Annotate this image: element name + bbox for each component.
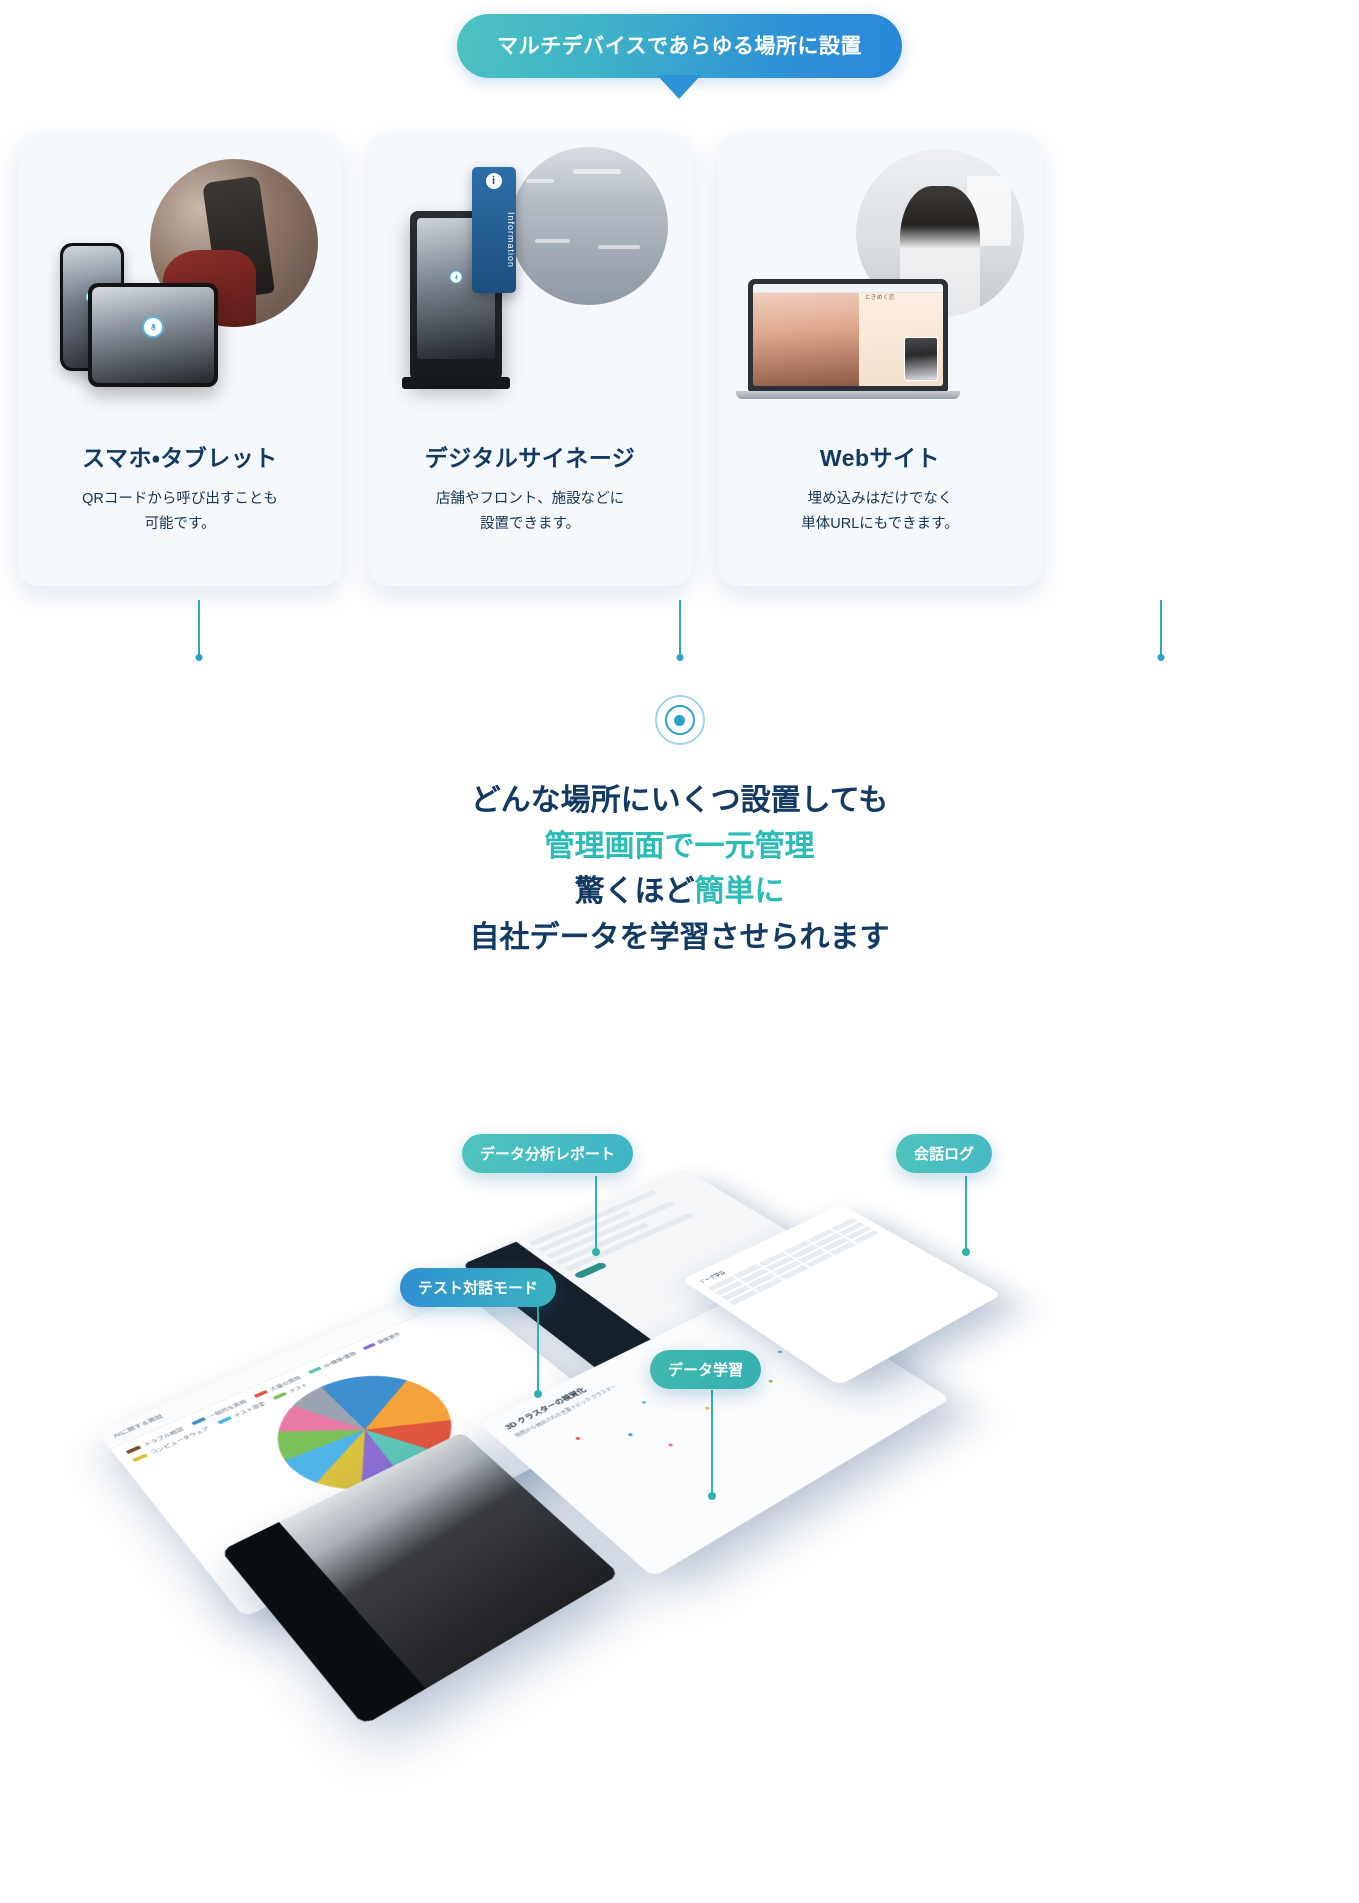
card-visual-laptop: ときめく恋 (718, 133, 1042, 433)
leader-dot-learning (708, 1492, 716, 1500)
card-title: Webサイト (718, 439, 1042, 473)
site-content: ときめく恋 (859, 284, 943, 386)
leader-line-report (595, 1176, 597, 1252)
kiosk-base (402, 377, 510, 389)
avatar-thumbnail (904, 337, 938, 381)
label-data-learning[interactable]: データ学習 (650, 1350, 761, 1389)
mall-decor (510, 147, 668, 305)
card-smartphone-tablet[interactable]: スマホ・タブレット QRコードから呼び出すことも 可能です。 (18, 133, 342, 586)
label-test-dialog-mode[interactable]: テスト対話モード (400, 1268, 556, 1307)
connector-line-1 (198, 600, 200, 658)
tablet-mockup (88, 283, 218, 387)
card-description: 店舗やフロント、施設などに 設置できます。 (368, 487, 692, 536)
label-data-analysis-report[interactable]: データ分析レポート (462, 1134, 633, 1173)
laptop-mockup: ときめく恋 (748, 279, 948, 399)
photo-circle-mall (510, 147, 668, 305)
hero-photo (753, 284, 859, 386)
headline-line-4: 自社データを学習させられます (0, 915, 1359, 961)
connector-line-2 (679, 600, 681, 658)
leader-dot-chatlog (962, 1248, 970, 1256)
label-text: データ分析レポート (480, 1146, 615, 1163)
card-title: デジタルサイネージ (368, 439, 692, 473)
microphone-icon (450, 271, 463, 284)
info-icon: i (486, 173, 502, 189)
label-conversation-log[interactable]: 会話ログ (896, 1134, 992, 1173)
multi-device-badge: マルチデバイスであらゆる場所に設置 (457, 14, 902, 78)
card-title: スマホ・タブレット (18, 439, 342, 473)
connector-line-3 (1160, 600, 1162, 658)
information-label: Information (506, 212, 516, 268)
leader-dot-testmode (534, 1390, 542, 1398)
connector-group (18, 600, 1341, 750)
connector-dot-2 (677, 654, 684, 661)
card-digital-signage[interactable]: i Information デジタルサイネージ 店舗やフロント、施設などに 設置… (368, 133, 692, 586)
leader-line-learning (711, 1390, 713, 1496)
card-visual-signage: i Information (368, 133, 692, 433)
dashboard-showcase: AIに関する質問 トラブル相談 一般的な質問 大量の質問 AI・機器・書類 顧客… (0, 1110, 1359, 1670)
headline-line-3-plain: 驚くほど (575, 875, 695, 908)
connector-dot-1 (196, 654, 203, 661)
leader-line-testmode (537, 1306, 539, 1394)
headline-line-2: 管理画面で一元管理 (545, 830, 815, 863)
label-text: 会話ログ (914, 1146, 974, 1163)
leader-line-chatlog (965, 1176, 967, 1252)
connector-dot-3 (1158, 654, 1165, 661)
label-text: データ学習 (668, 1362, 743, 1379)
site-text: ときめく恋 (865, 294, 895, 304)
central-hub-icon (665, 705, 695, 735)
card-website[interactable]: ときめく恋 Webサイト 埋め込みはだけでなく 単体URLにもできます。 (718, 133, 1042, 586)
legend-item: AI・機器・書類 (306, 1350, 358, 1375)
headline-line-3-highlight: 簡単に (695, 875, 785, 908)
card-description: QRコードから呼び出すことも 可能です。 (18, 487, 342, 536)
information-sign: i Information (472, 167, 516, 293)
badge-label: マルチデバイスであらゆる場所に設置 (497, 35, 862, 58)
microphone-icon (142, 316, 164, 338)
headline-block: どんな場所にいくつ設置しても 管理画面で一元管理 驚くほど簡単に 自社データを学… (0, 778, 1359, 960)
badge-container: マルチデバイスであらゆる場所に設置 (0, 14, 1359, 78)
card-description: 埋め込みはだけでなく 単体URLにもできます。 (718, 487, 1042, 536)
headline-line-1: どんな場所にいくつ設置しても (0, 778, 1359, 824)
isometric-stage: AIに関する質問 トラブル相談 一般的な質問 大量の質問 AI・機器・書類 顧客… (40, 1139, 1023, 1732)
leader-dot-report (592, 1248, 600, 1256)
label-text: テスト対話モード (418, 1280, 538, 1297)
avatar-sidebar (221, 1522, 426, 1725)
feature-cards: スマホ・タブレット QRコードから呼び出すことも 可能です。 (18, 133, 1341, 586)
browser-bar (753, 284, 943, 293)
card-visual-phone-tablet (18, 133, 342, 433)
laptop-base (736, 391, 960, 399)
